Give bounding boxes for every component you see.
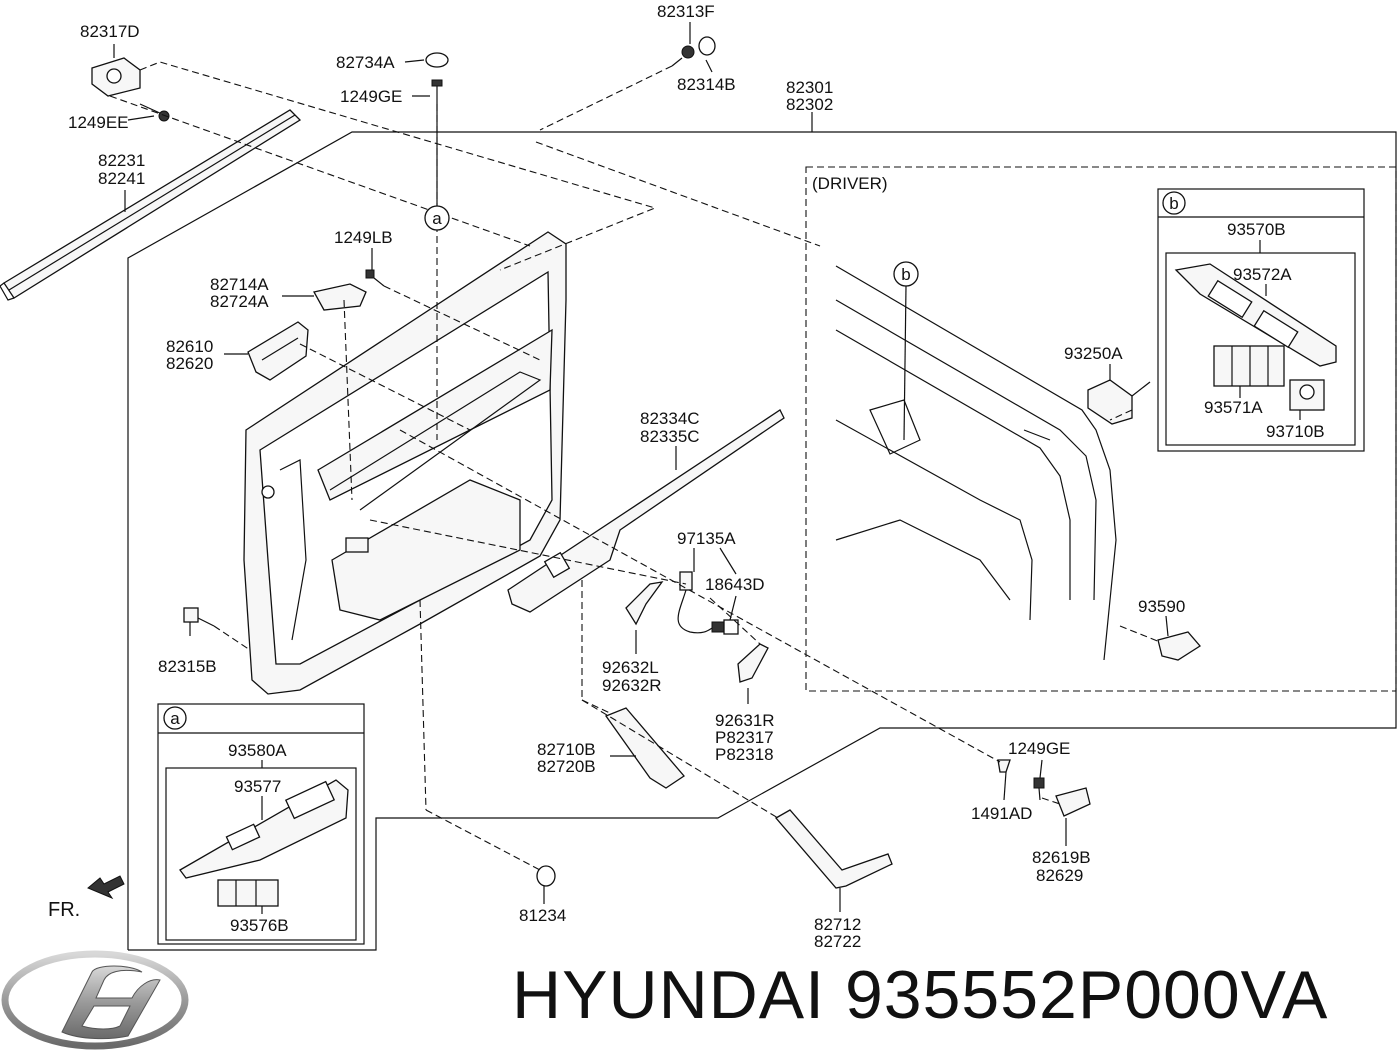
label-82315B: 82315B: [158, 657, 217, 676]
switch-93590: [1157, 631, 1201, 661]
callout-b-driver: b: [893, 261, 919, 287]
label-93576B: 93576B: [230, 916, 289, 935]
lamp-lens-92631R: [737, 643, 769, 683]
label-82724A: 82724A: [210, 292, 269, 311]
svg-text:a: a: [170, 709, 180, 728]
label-82722: 82722: [814, 932, 861, 951]
label-82710B: 82710B: [537, 740, 596, 759]
label-82619B: 82619B: [1032, 848, 1091, 867]
cap-82734A: [425, 52, 449, 68]
driver-window-switch-93572A: [1174, 263, 1337, 367]
label-93710B: 93710B: [1266, 422, 1325, 441]
label-82334C: 82334C: [640, 409, 700, 428]
label-P82318: P82318: [715, 745, 774, 764]
label-82302: 82302: [786, 95, 833, 114]
label-92632R: 92632R: [602, 676, 662, 695]
label-93590: 93590: [1138, 597, 1185, 616]
bracket-82317D: [91, 57, 141, 97]
label-82301: 82301: [786, 78, 833, 97]
driver-detail-box: [805, 166, 1397, 692]
label-82335C: 82335C: [640, 427, 700, 446]
label-1249LB: 1249LB: [334, 228, 393, 247]
label-92632L: 92632L: [602, 658, 659, 677]
label-82231: 82231: [98, 151, 145, 170]
courtesy-lamp-97135A: [677, 571, 739, 635]
weatherstrip-82231: [0, 109, 302, 301]
grommet-82314B: [698, 36, 716, 56]
label-82720B: 82720B: [537, 757, 596, 776]
driver-label: (DRIVER): [812, 174, 888, 193]
svg-text:b: b: [901, 265, 910, 284]
label-82734A: 82734A: [336, 53, 395, 72]
label-82714A: 82714A: [210, 275, 269, 294]
driver-door-panel-sketch: [835, 265, 1117, 661]
label-93580A: 93580A: [228, 741, 287, 760]
inset-box-a: [157, 703, 365, 945]
cover-92632L: [625, 581, 664, 626]
label-93571A: 93571A: [1204, 398, 1263, 417]
label-82620: 82620: [166, 354, 213, 373]
screw-1249EE: [139, 103, 170, 122]
label-1249GE-bottom: 1249GE: [1008, 739, 1070, 758]
label-93572A: 93572A: [1233, 265, 1292, 284]
label-97135A: 97135A: [677, 529, 736, 548]
switch-module-93576B: [217, 879, 279, 907]
callout-a-inset: a: [163, 706, 187, 730]
label-P82317: P82317: [715, 728, 774, 747]
svg-text:a: a: [432, 209, 442, 228]
inset-box-b: [1157, 188, 1365, 452]
cap-81234: [536, 865, 556, 887]
door-trim-panel-82301: [243, 231, 567, 695]
label-81234: 81234: [519, 906, 566, 925]
label-82313F: 82313F: [657, 2, 715, 21]
screw-1249GE-top: [431, 79, 443, 104]
garnish-82712: [774, 809, 893, 889]
brand-part-title: HYUNDAI 935552P000VA: [512, 955, 1392, 1035]
hyundai-logo-icon: [1, 950, 189, 1050]
brand-name: HYUNDAI: [512, 957, 826, 1033]
power-window-switch-93577: [179, 779, 349, 879]
screw-1249LB: [365, 269, 385, 287]
label-93570B: 93570B: [1227, 220, 1286, 239]
label-93577: 93577: [234, 777, 281, 796]
label-82629: 82629: [1036, 866, 1083, 885]
part-number-labels: 82317D 1249EE 82231 82241 82734A 1249GE …: [48, 2, 1325, 951]
front-direction-arrow: [87, 875, 125, 900]
label-18643D: 18643D: [705, 575, 765, 594]
dashed-leader-lines: [109, 61, 1161, 871]
handle-cover-82714A: [313, 283, 367, 311]
callout-a-main: a: [424, 205, 450, 231]
label-1249EE: 1249EE: [68, 113, 129, 132]
label-82712: 82712: [814, 915, 861, 934]
screw-1249GE-bottom: [1033, 777, 1045, 801]
label-93250A: 93250A: [1064, 344, 1123, 363]
mirror-switch-93710B: [1289, 379, 1325, 411]
label-82241: 82241: [98, 169, 145, 188]
svg-text:b: b: [1169, 194, 1178, 213]
main-assembly-outline: [127, 131, 1397, 951]
inside-handle-82610: [247, 321, 309, 381]
label-82610: 82610: [166, 337, 213, 356]
plug-82315B: [183, 607, 215, 627]
cover-82619B: [1055, 787, 1091, 817]
label-82314B: 82314B: [677, 75, 736, 94]
part-number: 935552P000VA: [844, 957, 1329, 1033]
switch-93250A: [1087, 379, 1151, 425]
bracket-82710B: [604, 707, 685, 789]
label-1249GE-top: 1249GE: [340, 87, 402, 106]
label-92631R: 92631R: [715, 711, 775, 730]
leader-lines: [113, 22, 1301, 914]
label-82317D: 82317D: [80, 22, 140, 41]
fastener-82313F: [671, 45, 695, 67]
callout-b-inset: b: [1162, 191, 1186, 215]
label-1491AD: 1491AD: [971, 804, 1032, 823]
switch-module-93571A: [1213, 345, 1285, 387]
fr-label: FR.: [48, 899, 80, 921]
